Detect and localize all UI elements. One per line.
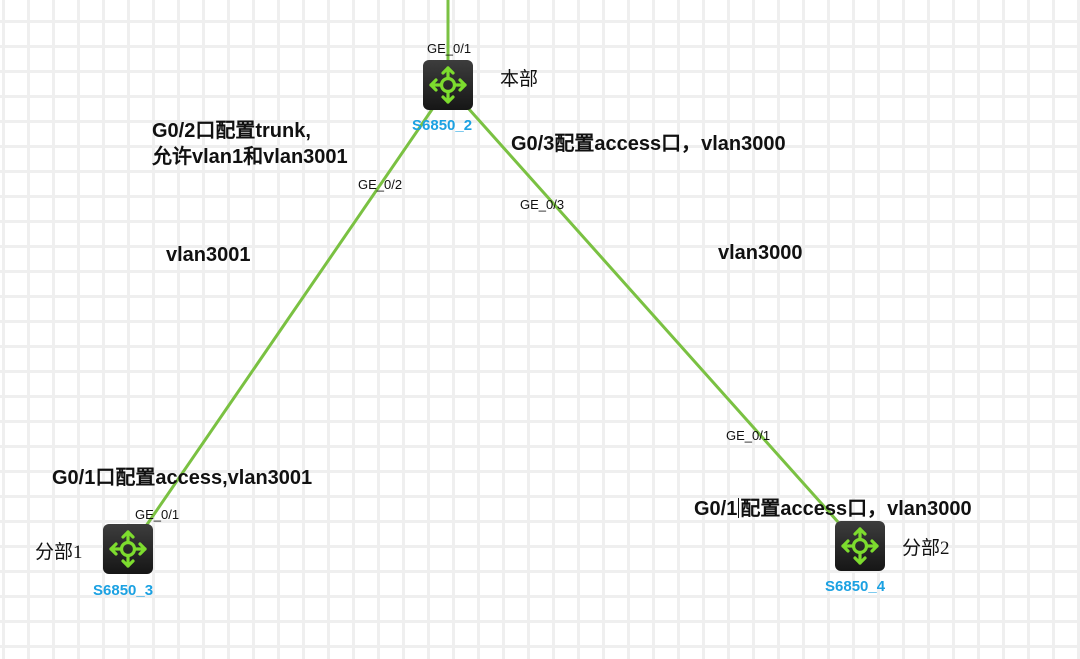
device-name-branch2[interactable]: S6850_4 <box>825 578 886 595</box>
annotation-branch2-g01-port: G0/1 <box>694 498 738 520</box>
port-label-core-ge01: GE_0/1 <box>427 41 472 56</box>
site-label-core: 本部 <box>500 69 539 90</box>
annotation-branch1-g01[interactable]: G0/1口配置access,vlan3001 <box>52 467 313 489</box>
port-label-core-ge02: GE_0/2 <box>358 177 403 192</box>
link-core-branch1[interactable] <box>144 107 435 527</box>
text-cursor <box>738 498 740 518</box>
vlan-label-branch2-link: vlan3000 <box>718 242 803 264</box>
device-branch1-switch[interactable] <box>103 524 153 574</box>
port-label-branch1-ge01: GE_0/1 <box>135 507 180 522</box>
router-switch-icon <box>429 66 467 104</box>
router-switch-icon <box>109 530 147 568</box>
annotation-core-g03[interactable]: G0/3配置access口，vlan3000 <box>511 133 786 155</box>
annotation-core-g02[interactable]: G0/2口配置trunk, 允许vlan1和vlan3001 <box>152 118 348 170</box>
router-switch-icon <box>841 527 879 565</box>
site-label-branch1: 分部1 <box>35 542 83 563</box>
device-name-core[interactable]: S6850_2 <box>412 117 473 134</box>
port-label-branch2-ge01: GE_0/1 <box>726 428 771 443</box>
link-core-branch2[interactable] <box>466 107 840 523</box>
annotation-core-g02-line1: G0/2口配置trunk, <box>152 120 311 142</box>
annotation-core-g02-line2: 允许vlan1和vlan3001 <box>152 146 348 168</box>
port-label-core-ge03: GE_0/3 <box>520 197 565 212</box>
device-core-switch[interactable] <box>423 60 473 110</box>
annotation-branch2-g01-config: 配置access口，vlan3000 <box>740 498 972 520</box>
vlan-label-branch1-link: vlan3001 <box>166 244 251 266</box>
device-name-branch1[interactable]: S6850_3 <box>93 582 154 599</box>
site-label-branch2: 分部2 <box>902 538 950 559</box>
device-branch2-switch[interactable] <box>835 521 885 571</box>
